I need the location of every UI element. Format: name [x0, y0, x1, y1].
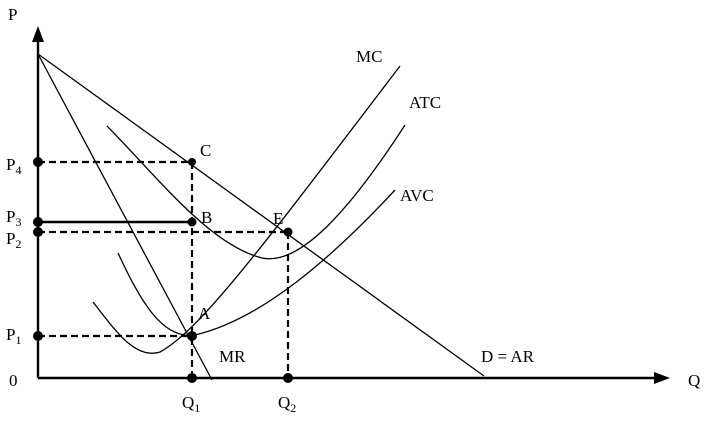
mr-label: MR [219, 347, 246, 366]
p4-dot [33, 157, 43, 167]
p1-label: P1 [6, 325, 21, 347]
demand-curve [37, 53, 485, 377]
point-e-dot [283, 227, 293, 237]
origin-label: 0 [9, 371, 18, 390]
q2-label: Q2 [278, 393, 296, 415]
point-b-label: B [201, 208, 212, 227]
atc-curve [106, 124, 406, 260]
mc-label: MC [356, 47, 382, 66]
p2-dot [33, 227, 43, 237]
point-b-dot [187, 217, 197, 227]
point-c-label: C [200, 141, 211, 160]
q2-dot [283, 373, 293, 383]
point-c-dot [188, 158, 196, 166]
demand-label: D = AR [481, 347, 535, 366]
q1-label: Q1 [182, 393, 200, 415]
y-axis-label: P [8, 5, 17, 24]
p3-dot [33, 217, 43, 227]
avc-curve [117, 189, 396, 336]
avc-label: AVC [400, 186, 434, 205]
atc-label: ATC [409, 93, 441, 112]
y-axis-arrowhead [32, 26, 44, 42]
point-a-dot [187, 331, 197, 341]
p3-label: P3 [6, 207, 21, 229]
mr-curve [37, 53, 213, 381]
mc-curve [92, 65, 401, 354]
q1-dot [187, 373, 197, 383]
x-axis-label: Q [688, 371, 700, 390]
point-e-label: E [273, 209, 283, 228]
p4-label: P4 [6, 155, 21, 177]
x-axis-arrowhead [654, 372, 670, 384]
p1-dot [33, 331, 43, 341]
point-a-label: A [198, 304, 211, 323]
p2-label: P2 [6, 229, 21, 251]
